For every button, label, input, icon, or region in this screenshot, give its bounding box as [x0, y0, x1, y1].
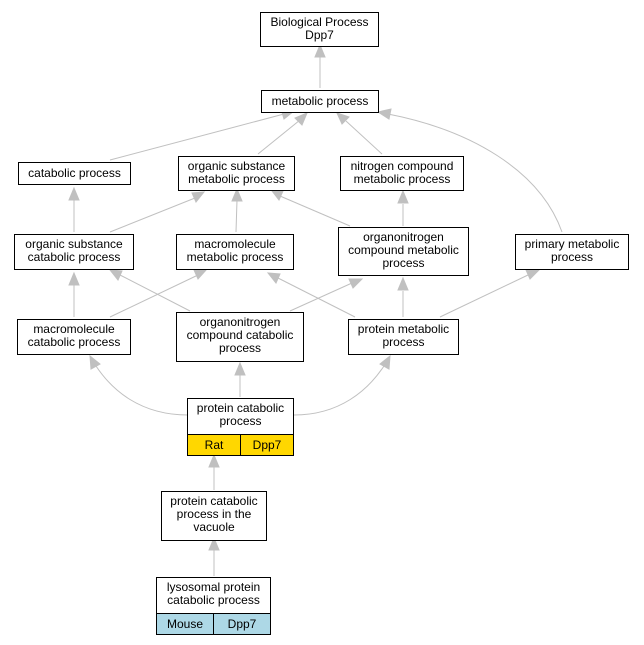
node-primary-metabolic[interactable]: primary metabolic process	[515, 234, 629, 270]
arrowhead	[376, 108, 392, 120]
arrowhead	[314, 43, 326, 58]
node-catabolic-process[interactable]: catabolic process	[18, 162, 131, 185]
arrowhead	[266, 272, 281, 284]
node-label: organonitrogen compound metabolic proces…	[348, 230, 459, 270]
species-tag[interactable]: Rat	[204, 437, 224, 452]
arrowhead	[336, 112, 350, 125]
edge-primary-to-metabolic	[387, 113, 563, 233]
node-label: protein metabolic process	[357, 322, 450, 349]
edge-organocat-to-orgsubcat	[119, 274, 191, 312]
edge-organomet-to-orgsubmet	[279, 195, 351, 227]
node-metabolic-process[interactable]: metabolic process	[261, 90, 379, 113]
arrowhead	[108, 269, 123, 281]
node-label: macromolecule catabolic process	[27, 322, 121, 349]
node-organonitrogen-compound-metabolic[interactable]: organonitrogen compound metabolic proces…	[338, 227, 469, 276]
node-organic-substance-metabolic[interactable]: organic substance metabolic process	[178, 156, 295, 191]
annotation-row: Rat Dpp7	[187, 434, 294, 456]
edge-protmet-to-primary	[439, 274, 529, 318]
arrowhead	[191, 191, 206, 203]
node-label: protein catabolic process	[196, 401, 285, 428]
arrowhead	[68, 186, 80, 201]
edge-protcat-to-protmet	[293, 365, 385, 416]
node-label: Biological Process Dpp7	[270, 15, 369, 42]
node-label: primary metabolic process	[524, 237, 620, 264]
arrowhead	[270, 190, 284, 201]
edge-protcat-to-macrocat	[95, 365, 189, 416]
node-label: organonitrogen compound catabolic proces…	[186, 315, 294, 355]
node-protein-catabolic[interactable]: protein catabolic process Rat Dpp7	[187, 398, 294, 456]
edge-orgsubcat-to-orgsubmet	[109, 195, 201, 233]
node-label: protein catabolic process in the vacuole	[170, 494, 258, 534]
arrowhead	[397, 276, 409, 291]
edge-orgsubmet-to-metabolic	[257, 119, 301, 155]
node-macromolecule-metabolic[interactable]: macromolecule metabolic process	[176, 234, 294, 270]
node-label: metabolic process	[271, 94, 369, 108]
node-organonitrogen-compound-catabolic[interactable]: organonitrogen compound catabolic proces…	[176, 312, 304, 362]
node-label: lysosomal protein catabolic process	[166, 580, 261, 607]
arrowhead	[397, 189, 409, 204]
edge-nitrogen-to-metabolic	[345, 120, 383, 155]
node-label: organic substance catabolic process	[25, 237, 123, 264]
node-nitrogen-compound-metabolic[interactable]: nitrogen compound metabolic process	[340, 156, 464, 191]
node-protein-catabolic-vacuole[interactable]: protein catabolic process in the vacuole	[161, 491, 267, 541]
gene-tag[interactable]: Dpp7	[240, 435, 293, 455]
arrowhead	[379, 354, 391, 370]
arrowhead	[234, 361, 246, 376]
arrowhead	[348, 278, 364, 289]
edge-organocat-to-organomet	[289, 282, 353, 312]
arrowhead	[231, 187, 243, 202]
arrowhead	[208, 536, 220, 551]
arrowhead	[193, 268, 209, 280]
node-label: organic substance metabolic process	[187, 159, 286, 186]
arrowhead	[294, 112, 308, 126]
node-biological-process-root[interactable]: Biological Process Dpp7	[260, 12, 379, 47]
edge-catabolic-to-metabolic	[109, 113, 285, 161]
node-protein-metabolic[interactable]: protein metabolic process	[348, 319, 459, 355]
arrowhead	[208, 453, 220, 468]
arrowhead	[89, 354, 101, 370]
edge-protmet-to-macromet	[277, 277, 356, 318]
edge-macromet-to-orgsubmet	[235, 199, 238, 233]
species-tag[interactable]: Mouse	[166, 616, 204, 631]
arrowhead	[525, 268, 542, 280]
node-label: macromolecule metabolic process	[186, 237, 284, 264]
node-lysosomal-protein-catabolic[interactable]: lysosomal protein catabolic process Mous…	[156, 577, 271, 635]
annotation-row: Mouse Dpp7	[156, 613, 271, 635]
gene-tag[interactable]: Dpp7	[213, 614, 270, 634]
node-label: catabolic process	[28, 166, 121, 180]
edge-macrocat-to-macromet	[109, 274, 199, 318]
node-macromolecule-catabolic[interactable]: macromolecule catabolic process	[17, 319, 131, 355]
node-label: nitrogen compound metabolic process	[350, 159, 454, 186]
arrowhead	[68, 271, 80, 286]
node-organic-substance-catabolic[interactable]: organic substance catabolic process	[14, 234, 134, 270]
